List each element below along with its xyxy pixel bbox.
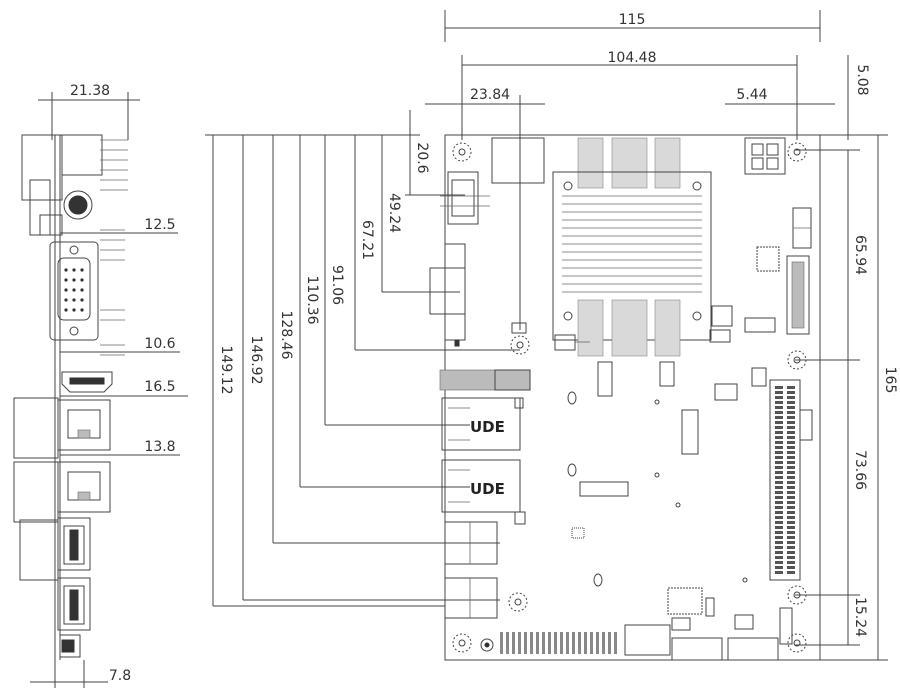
- dim-91-06: 91.06: [329, 265, 345, 305]
- dim-20-6: 20.6: [414, 142, 430, 173]
- dim-110-36: 110.36: [304, 276, 320, 325]
- dim-13-8: 13.8: [144, 439, 175, 455]
- mounting-holes: [452, 142, 807, 653]
- lan-2-brand: UDE: [470, 480, 505, 498]
- dim-67-21: 67.21: [359, 220, 375, 260]
- dim-49-24: 49.24: [386, 193, 402, 233]
- lan-1-brand: UDE: [470, 418, 505, 436]
- dim-5-44: 5.44: [736, 87, 767, 103]
- top-dimensions: 115 104.48 23.84 5.44 5.08: [425, 10, 870, 330]
- lan-port-2: [441, 459, 521, 513]
- dim-128-46: 128.46: [278, 311, 294, 360]
- dim-10-6: 10.6: [144, 336, 175, 352]
- dim-73-66: 73.66: [852, 450, 868, 490]
- pin-header-long: [769, 379, 801, 581]
- dim-12-5: 12.5: [144, 217, 175, 233]
- dim-height-165: 165: [882, 367, 898, 394]
- dim-7-8: 7.8: [109, 668, 131, 684]
- dim-15-24: 15.24: [852, 597, 868, 637]
- dim-width-115: 115: [619, 12, 646, 28]
- dim-23-84: 23.84: [470, 87, 510, 103]
- dim-149-12: 149.12: [218, 346, 234, 395]
- vertical-dimensions-right: 165 65.94 73.66 15.24: [795, 134, 898, 661]
- motherboard-top-view: UDE UDE: [429, 134, 821, 661]
- side-profile-view: 21.38 12.5: [13, 83, 188, 688]
- lan-port-1: [441, 397, 521, 451]
- vertical-dimensions-left: 149.12 146.92 128.46 110.36 91.06 67.21 …: [205, 110, 520, 607]
- dim-5-08: 5.08: [854, 64, 870, 95]
- heatsink: [552, 137, 712, 357]
- dim-hole-span-104-48: 104.48: [608, 50, 657, 66]
- dim-65-94: 65.94: [852, 235, 868, 275]
- dim-16-5: 16.5: [144, 379, 175, 395]
- dim-21-38: 21.38: [70, 83, 110, 99]
- dim-146-92: 146.92: [248, 336, 264, 385]
